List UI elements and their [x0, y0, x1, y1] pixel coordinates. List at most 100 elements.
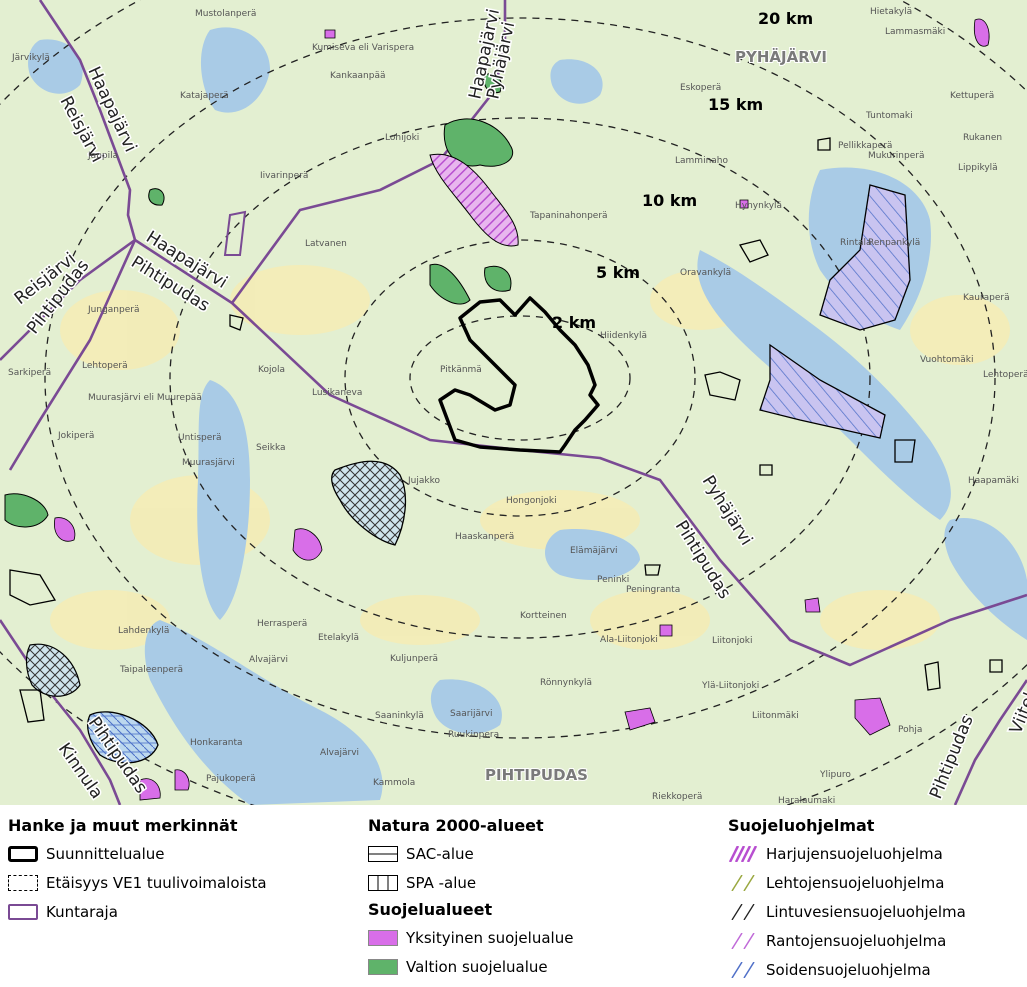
sac-outlines	[9, 137, 1003, 723]
legend-heading-project: Hanke ja muut merkinnät	[8, 816, 238, 835]
place-name: Seikka	[256, 443, 286, 453]
place-name: Saarijärvi	[450, 709, 493, 719]
place-name: Alvajärvi	[320, 748, 359, 758]
harju-protection-area	[429, 153, 519, 247]
legend-item-harju: Harjujensuojeluohjelma	[728, 839, 966, 868]
ring-label-15km: 15 km	[708, 95, 763, 114]
place-name: Katajaperä	[180, 91, 229, 101]
town-label-group: PYHÄJÄRVI PIHTIPUDAS	[484, 46, 828, 785]
place-name: Pohja	[898, 725, 922, 735]
map-legend: Hanke ja muut merkinnät Suunnittelualue …	[0, 805, 1027, 987]
legend-heading-protection: Suojelualueet	[368, 900, 493, 919]
place-name: Jokiperä	[57, 431, 94, 441]
place-name: Vuohtomäki	[920, 355, 974, 365]
place-name: Pitkänmä	[440, 365, 482, 375]
legend-heading-natura: Natura 2000-alueet	[368, 816, 544, 835]
state-protection-swatch	[368, 958, 398, 975]
place-name: Kettuperä	[950, 91, 994, 101]
place-name: Sarkiperä	[8, 368, 51, 378]
lintu-swatch	[728, 903, 758, 920]
place-name: Kortteinen	[520, 611, 567, 621]
place-name: Lehtoperä	[82, 361, 128, 371]
place-name: Kauraperä	[963, 293, 1010, 303]
place-name: Kojola	[258, 365, 285, 375]
place-name: Muurasjärvi	[182, 458, 235, 468]
place-name: Hiidenkylä	[600, 331, 647, 341]
place-name: Honkaranta	[190, 738, 243, 748]
map-view[interactable]: 2 km 5 km 10 km 15 km 20 km Haapajärvi H…	[0, 0, 1027, 805]
place-name: Lusikaneva	[312, 388, 362, 398]
spa-swatch	[368, 874, 398, 891]
place-name: Mukurinperä	[868, 151, 924, 161]
place-name: Ylä-Liitonjoki	[701, 681, 759, 691]
private-protection-swatch	[368, 929, 398, 946]
state-protection-areas	[4, 73, 513, 528]
place-name: Iivarinperä	[260, 171, 308, 181]
place-name: Ylipuro	[819, 770, 851, 780]
place-name: Riekkoperä	[652, 792, 702, 802]
place-name: Taipaleenperä	[119, 665, 183, 675]
ring-label-10km: 10 km	[642, 191, 697, 210]
place-name: Liitonjoki	[712, 636, 752, 646]
place-name: Ala-Liitonjoki	[600, 635, 658, 645]
legend-item-municipal-boundary: Kuntaraja	[8, 897, 267, 926]
place-name-group: Mustolanperä Järvikylä Katajaperä Kumise…	[8, 7, 1027, 805]
harju-swatch	[728, 845, 758, 862]
place-name: Rukanen	[963, 133, 1002, 143]
legend-item-spa: SPA -alue	[368, 868, 573, 897]
place-name: Pajukoperä	[206, 774, 256, 784]
ring-label-20km: 20 km	[758, 9, 813, 28]
town-label-pyhajarvi: PYHÄJÄRVI	[735, 47, 827, 66]
distance-rings	[0, 0, 1027, 805]
place-name: Alvajärvi	[249, 655, 288, 665]
legend-column-natura: Natura 2000-alueet SAC-alue SPA -alue Su…	[368, 813, 573, 981]
ring-label-2km: 2 km	[552, 313, 596, 332]
place-name: Kammola	[373, 778, 415, 788]
suo-swatch	[728, 961, 758, 978]
place-name: Kuljunperä	[390, 654, 438, 664]
legend-column-programs: Suojeluohjelmat Harjujensuojeluohjelma L…	[728, 813, 966, 984]
ranta-swatch	[728, 932, 758, 949]
place-name: Haralaumaki	[778, 796, 835, 805]
private-protection-areas	[54, 18, 990, 801]
place-name: Mustolanperä	[195, 9, 256, 19]
map-canvas: 2 km 5 km 10 km 15 km 20 km Haapajärvi H…	[0, 0, 1027, 805]
place-name: Järvikylä	[11, 53, 50, 63]
project-area-swatch	[8, 845, 38, 862]
place-name: Lippikylä	[958, 163, 998, 173]
ring-label-5km: 5 km	[596, 263, 640, 282]
place-name: Liitonmäki	[752, 711, 799, 721]
lintu-protection-area	[331, 460, 407, 546]
place-name: Latvanen	[305, 239, 347, 249]
legend-item-project-area: Suunnittelualue	[8, 839, 267, 868]
place-name: Peningranta	[626, 585, 680, 595]
lintu-protection-area-2	[25, 643, 81, 697]
ring-label-group: 2 km 5 km 10 km 15 km 20 km	[552, 9, 813, 332]
place-name: Herrasperä	[257, 619, 307, 629]
place-name: Kumiseva eli Varispera	[312, 43, 414, 53]
place-name: Jujakko	[407, 476, 440, 486]
place-name: Lamminaho	[675, 156, 728, 166]
sac-swatch	[368, 845, 398, 862]
place-name: Eskoperä	[680, 83, 721, 93]
place-name: Tuntomaki	[865, 111, 913, 121]
place-name: Rönnynkylä	[540, 678, 592, 688]
place-name: Jappila	[87, 151, 118, 161]
place-name: Ruukinpera	[448, 730, 499, 740]
municipal-boundary-swatch	[8, 903, 38, 920]
place-name: Elämäjärvi	[570, 546, 618, 556]
place-name: Rintala	[840, 238, 872, 248]
place-name: Oravankylä	[680, 268, 731, 278]
legend-item-state-protection: Valtion suojelualue	[368, 952, 573, 981]
place-name: Haaskanperä	[455, 532, 514, 542]
place-name: Muurasjärvi eli Muurepää	[88, 393, 202, 403]
legend-item-ranta: Rantojensuojeluohjelma	[728, 926, 966, 955]
place-name: Haapamäki	[968, 476, 1019, 486]
lehto-swatch	[728, 874, 758, 891]
place-name: Renpankylä	[868, 238, 920, 248]
town-label-pihtipudas: PIHTIPUDAS	[485, 766, 588, 784]
place-name: Lehtoperä	[983, 370, 1027, 380]
project-area-outline	[438, 296, 600, 454]
legend-item-lehto: Lehtojensuojeluohjelma	[728, 868, 966, 897]
place-name: Lahdenkylä	[118, 626, 169, 636]
